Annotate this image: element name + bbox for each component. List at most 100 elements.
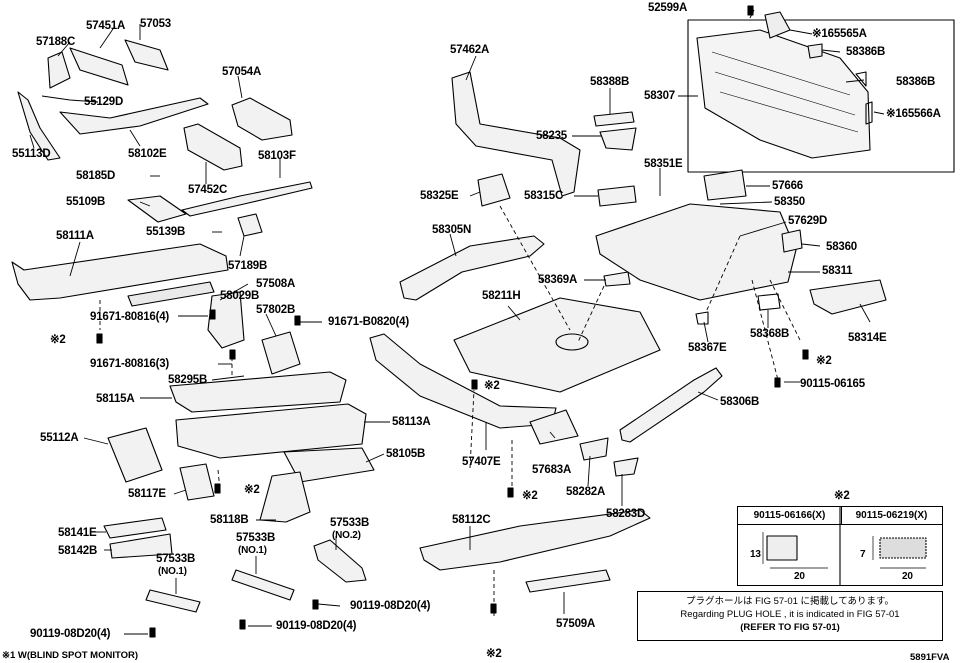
label-58386B[interactable]: 58386B	[896, 76, 936, 88]
dim1-width: 20	[794, 571, 805, 582]
label-57533B[interactable]: 57533B	[330, 517, 370, 529]
label-58369A[interactable]: 58369A	[538, 274, 578, 286]
label-90119-08D20[interactable]: 90119-08D20(4)	[276, 620, 357, 632]
part-58115A	[169, 371, 347, 413]
label-58351E[interactable]: 58351E	[644, 158, 683, 170]
label-57053[interactable]: 57053	[140, 18, 171, 30]
label-58105B[interactable]: 58105B	[386, 448, 426, 460]
part-55113D	[17, 91, 61, 161]
part-58102E	[59, 97, 209, 135]
label-58102E[interactable]: 58102E	[128, 148, 167, 160]
table-col1-header: 90115-06166(X)	[738, 507, 842, 525]
part-58314E	[809, 279, 887, 315]
part-57189B	[237, 213, 263, 237]
label-mark2: ※2	[522, 490, 538, 502]
label-58306B[interactable]: 58306B	[720, 396, 760, 408]
part-57054A	[231, 97, 293, 141]
label-55129D[interactable]: 55129D	[84, 96, 124, 108]
label-57054A[interactable]: 57054A	[222, 66, 262, 78]
label-55113D[interactable]: 55113D	[12, 148, 51, 160]
label-58118B[interactable]: 58118B	[210, 514, 249, 526]
label-55139B[interactable]: 55139B	[146, 226, 186, 238]
table-col2-header: 90115-06219(X)	[841, 507, 942, 525]
fastener-table: 90115-06166(X) 90115-06219(X) 13 20 7 20	[737, 506, 943, 586]
label-58307[interactable]: 58307	[644, 90, 675, 102]
label-58282A[interactable]: 58282A	[566, 486, 606, 498]
label-57629D[interactable]: 57629D	[788, 215, 828, 227]
label-65565A[interactable]: ※165565A	[812, 28, 867, 40]
part-58307	[696, 29, 871, 159]
label-57451A[interactable]: 57451A	[86, 20, 126, 32]
label-58314E[interactable]: 58314E	[848, 332, 887, 344]
part-58118B	[259, 471, 311, 523]
label-58368B[interactable]: 58368B	[750, 328, 790, 340]
label-57802B[interactable]: 57802B	[256, 304, 296, 316]
label-57683A[interactable]: 57683A	[532, 464, 572, 476]
label-58305N[interactable]: 58305N	[432, 224, 472, 236]
part-58360	[781, 229, 803, 253]
label-58283D[interactable]: 58283D	[606, 508, 646, 520]
label-58141E[interactable]: 58141E	[58, 527, 97, 539]
label-57462A[interactable]: 57462A	[450, 44, 490, 56]
label-57452C[interactable]: 57452C	[188, 184, 228, 196]
label-57666[interactable]: 57666	[772, 180, 803, 192]
part-58306B	[619, 367, 723, 443]
label-57407E[interactable]: 57407E	[462, 456, 501, 468]
label-58386B[interactable]: 58386B	[846, 46, 886, 58]
part-58142B	[109, 533, 173, 559]
part-57452C	[183, 123, 243, 171]
label-58367E[interactable]: 58367E	[688, 342, 727, 354]
label-58211H[interactable]: 58211H	[482, 290, 521, 302]
label-58235[interactable]: 58235	[536, 130, 567, 142]
label-57188C[interactable]: 57188C	[36, 36, 76, 48]
label-57509A[interactable]: 57509A	[556, 618, 596, 630]
label-57533B-sub: (NO.2)	[332, 530, 361, 541]
label-mark2: ※2	[486, 648, 502, 660]
label-58325E[interactable]: 58325E	[420, 190, 459, 202]
label-58185D[interactable]: 58185D	[76, 170, 116, 182]
table-title: ※2	[834, 490, 850, 502]
part-57802B	[261, 331, 301, 375]
part-58103F	[181, 181, 313, 217]
note-line-jp: プラグホールは FIG 57-01 に掲載してあります。	[685, 596, 895, 607]
label-90115-06165[interactable]: 90115-06165	[800, 378, 865, 390]
label-57533B[interactable]: 57533B	[236, 532, 276, 544]
label-58350[interactable]: 58350	[774, 196, 805, 208]
dim2-width: 20	[902, 571, 913, 582]
label-58142B[interactable]: 58142B	[58, 545, 98, 557]
part-57462A	[451, 71, 581, 197]
label-58388B[interactable]: 58388B	[590, 76, 630, 88]
label-58113A[interactable]: 58113A	[392, 416, 431, 428]
label-58112C[interactable]: 58112C	[452, 514, 491, 526]
label-mark2: ※2	[50, 334, 66, 346]
label-90119-08D20[interactable]: 90119-08D20(4)	[350, 600, 431, 612]
part-58235	[599, 127, 637, 151]
label-57189B[interactable]: 57189B	[228, 260, 268, 272]
label-58103F[interactable]: 58103F	[258, 150, 296, 162]
label-57533B[interactable]: 57533B	[156, 553, 196, 565]
label-58115A[interactable]: 58115A	[96, 393, 135, 405]
label-57508A[interactable]: 57508A	[256, 278, 296, 290]
label-52599A[interactable]: 52599A	[648, 2, 688, 14]
part-58311	[595, 203, 797, 301]
note-line-en: Regarding PLUG HOLE , it is indicated in…	[680, 609, 900, 620]
label-mark2: ※2	[484, 380, 500, 392]
label-91671-80816-3[interactable]: 91671-80816(3)	[90, 358, 170, 370]
label-58111A[interactable]: 58111A	[56, 230, 94, 242]
label-58315C[interactable]: 58315C	[524, 190, 564, 202]
label-58311[interactable]: 58311	[822, 265, 853, 277]
label-58029B[interactable]: 58029B	[220, 290, 260, 302]
label-90119-08D20[interactable]: 90119-08D20(4)	[30, 628, 111, 640]
label-58117E[interactable]: 58117E	[128, 488, 166, 500]
label-55109B[interactable]: 55109B	[66, 196, 106, 208]
part-58111A	[11, 243, 229, 301]
label-65566A[interactable]: ※165566A	[886, 108, 941, 120]
label-58295B[interactable]: 58295B	[168, 374, 208, 386]
part-58325E	[477, 173, 511, 207]
label-91671-80816-4[interactable]: 91671-80816(4)	[90, 311, 170, 323]
part-58305N	[399, 235, 545, 301]
label-58360[interactable]: 58360	[826, 241, 857, 253]
label-91671-B0820-4[interactable]: 91671-B0820(4)	[328, 316, 409, 328]
label-55112A[interactable]: 55112A	[40, 432, 79, 444]
